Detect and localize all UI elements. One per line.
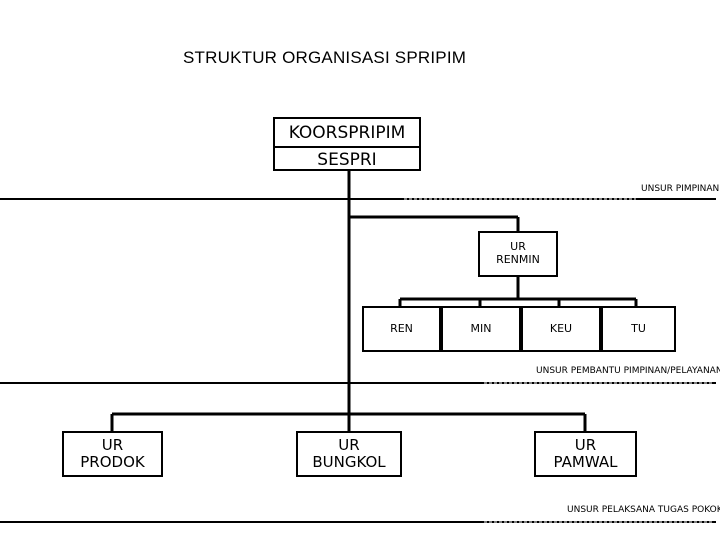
subunit-keu-box: KEU <box>521 306 601 352</box>
level-label-pembantu: UNSUR PEMBANTU PIMPINAN/PELAYANAN <box>536 366 720 376</box>
subunit-tu-label: TU <box>631 321 646 335</box>
subunit-min-label: MIN <box>470 321 492 335</box>
subunit-tu-box: TU <box>601 306 676 352</box>
koorspripim-box: KOORSPRIPIM SESPRI <box>273 117 421 171</box>
level-label-pelaksana: UNSUR PELAKSANA TUGAS POKOK <box>567 505 720 515</box>
subunit-keu-label: KEU <box>549 321 573 335</box>
head-top-label: KOORSPRIPIM <box>275 119 419 148</box>
page-title: STRUKTUR ORGANISASI SPRIPIM <box>183 48 467 67</box>
head-bottom-label: SESPRI <box>317 149 377 170</box>
unit-bungkol-line1: UR <box>338 435 360 454</box>
level-label-pimpinan: UNSUR PIMPINAN <box>641 184 720 194</box>
unit-prodok-line1: UR <box>101 435 124 454</box>
subunit-min-box: MIN <box>441 306 521 352</box>
unit-prodok-box: UR PRODOK <box>62 431 163 477</box>
renmin-line1: UR <box>510 240 526 254</box>
renmin-box: UR RENMIN <box>478 231 558 277</box>
subunit-ren-box: REN <box>362 306 441 352</box>
unit-pamwal-line2: PAMWAL <box>553 453 618 471</box>
unit-pamwal-box: UR PAMWAL <box>534 431 637 477</box>
renmin-line2: RENMIN <box>496 253 540 266</box>
unit-bungkol-line2: BUNGKOL <box>312 453 386 471</box>
unit-prodok-line2: PRODOK <box>80 453 145 471</box>
unit-pamwal-line1: UR <box>574 435 597 454</box>
unit-bungkol-box: UR BUNGKOL <box>296 431 402 477</box>
subunit-ren-label: REN <box>390 321 413 335</box>
